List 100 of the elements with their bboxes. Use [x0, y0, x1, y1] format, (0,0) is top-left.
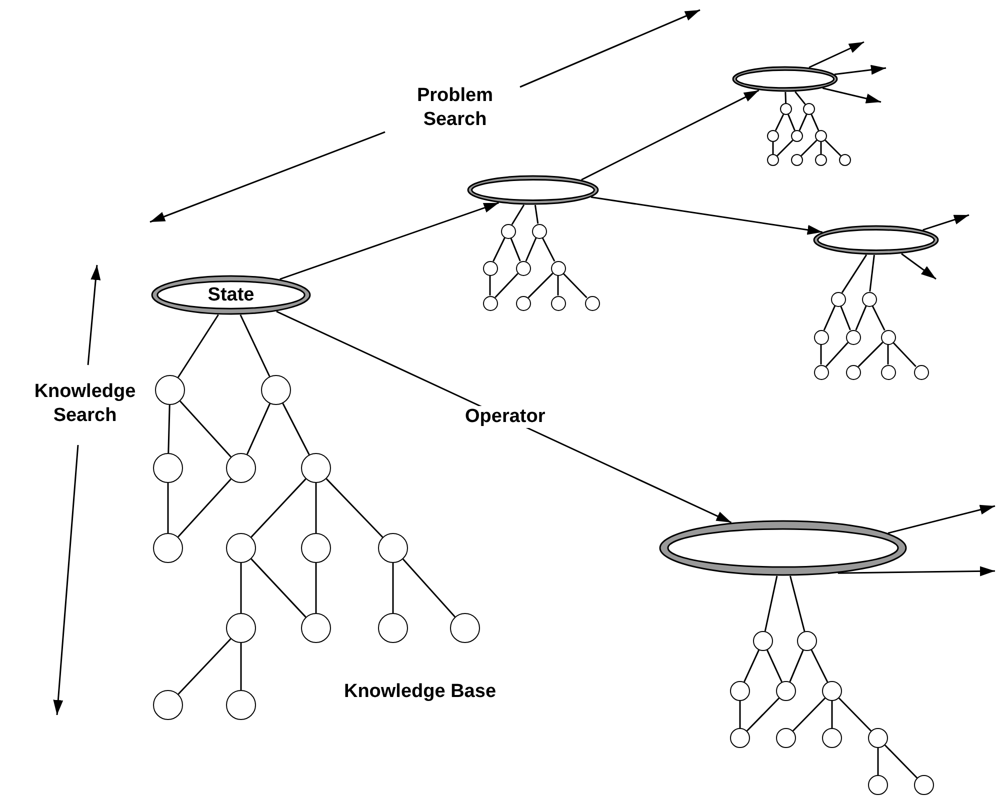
connector-line: [534, 204, 539, 224]
connector-line: [315, 563, 317, 613]
connector-line: [789, 576, 806, 632]
connector-line: [887, 344, 889, 364]
connector-line: [872, 305, 886, 331]
tree-node-circle: [482, 260, 498, 276]
tree-node-circle: [516, 260, 530, 276]
tree-node-circle: [730, 728, 750, 748]
tree-node-circle: [153, 533, 183, 563]
tree-node-circle: [880, 330, 896, 344]
arrow: [922, 214, 970, 231]
tree-node-circle: [814, 330, 828, 344]
text-label: Knowledge Search: [33, 380, 137, 428]
connector-line: [240, 563, 242, 613]
connector-line: [892, 342, 916, 368]
connector-line: [562, 272, 588, 298]
tree-node-circle: [797, 631, 817, 651]
tree-node-circle: [914, 775, 934, 795]
tree-node-circle: [450, 613, 480, 643]
tree-node-circle: [153, 690, 183, 720]
tree-node-circle: [880, 364, 896, 380]
tree-node-circle: [846, 364, 860, 380]
tree-node-circle: [226, 690, 256, 720]
tree-node-circle: [914, 364, 928, 380]
arrow: [590, 196, 823, 235]
tree-node-circle: [753, 631, 773, 651]
tree-node-circle: [822, 728, 842, 748]
connector-line: [250, 558, 306, 618]
state-ellipse: [467, 175, 599, 205]
connector-line: [402, 558, 456, 618]
connector-line: [168, 404, 170, 454]
tree-node-circle: [846, 330, 860, 344]
connector-line: [250, 478, 306, 538]
tree-node-circle: [378, 613, 408, 643]
connector-line: [510, 238, 521, 262]
connector-line: [392, 563, 394, 613]
state-ellipse: [659, 520, 907, 576]
connector-line: [826, 342, 848, 367]
connector-line: [240, 314, 270, 377]
connector-line: [877, 748, 879, 775]
connector-line: [246, 403, 271, 455]
tree-node-circle: [803, 103, 815, 115]
connector-line: [800, 140, 818, 156]
connector-line: [869, 254, 875, 292]
tree-node-circle: [584, 296, 600, 310]
arrow: [276, 310, 732, 524]
arrow: [808, 41, 864, 68]
tree-node-circle: [776, 681, 796, 701]
connector-line: [557, 276, 559, 296]
tree-node-circle: [378, 533, 408, 563]
connector-line: [492, 237, 506, 262]
connector-line: [240, 643, 242, 690]
connector-line: [823, 306, 836, 330]
tree-node-circle: [776, 728, 796, 748]
connector-line: [511, 204, 525, 225]
tree-node-circle: [814, 364, 828, 380]
connector-line: [326, 478, 384, 538]
connector-line: [180, 400, 232, 458]
tree-node-circle: [868, 775, 888, 795]
connector-line: [838, 698, 872, 732]
tree-node-circle: [791, 130, 803, 142]
connector-line: [764, 576, 778, 632]
connector-line: [494, 272, 518, 298]
connector-line: [542, 237, 556, 262]
tree-node-circle: [767, 130, 779, 142]
tree-node-circle: [839, 154, 851, 166]
connector-line: [766, 650, 782, 682]
connector-line: [841, 254, 868, 294]
connector-line: [831, 701, 833, 728]
tree-node-circle: [791, 154, 803, 166]
connector-line: [525, 238, 537, 262]
arrow: [838, 566, 995, 576]
connector-line: [855, 306, 867, 330]
state-label: State: [208, 286, 254, 304]
connector-line: [282, 403, 310, 455]
arrow: [834, 64, 886, 76]
tree-node-circle: [868, 728, 888, 748]
connector-line: [315, 483, 317, 533]
text-label: Problem Search: [416, 84, 494, 132]
tree-node-circle: [226, 453, 256, 483]
connector-line: [840, 306, 851, 330]
connector-line: [178, 478, 232, 538]
connector-line: [772, 142, 774, 154]
arrow: [822, 87, 882, 104]
tree-node-circle: [516, 296, 530, 310]
connector-line: [178, 638, 232, 695]
edge-label: Operator: [463, 406, 548, 428]
tree-node-circle: [532, 224, 546, 238]
tree-node-circle: [822, 681, 842, 701]
tree-node-circle: [550, 260, 566, 276]
tree-node-circle: [301, 533, 331, 563]
connector-line: [824, 140, 842, 156]
arrow: [888, 504, 996, 534]
tree-node-circle: [226, 533, 256, 563]
connector-line: [810, 650, 828, 682]
connector-line: [739, 701, 741, 728]
tree-node-circle: [815, 130, 827, 142]
arrow: [280, 202, 500, 280]
tree-node-circle: [482, 296, 498, 310]
connector-line: [784, 92, 787, 104]
